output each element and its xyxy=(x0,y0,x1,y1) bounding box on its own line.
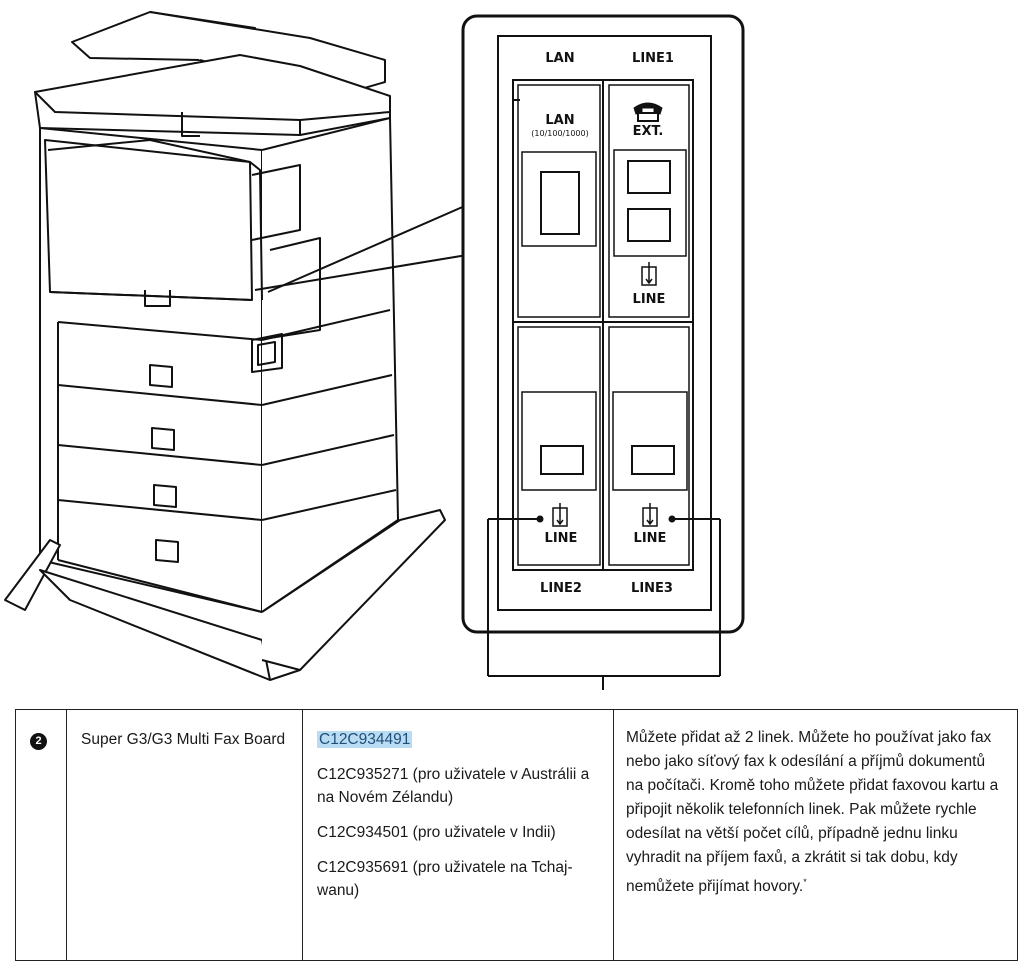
pointer-dot-right xyxy=(668,515,676,523)
option-code: C12C935691 (pro uživatele na Tchaj-wanu) xyxy=(317,859,573,899)
option-name: Super G3/G3 Multi Fax Board xyxy=(81,731,286,748)
pointer-dot-left xyxy=(536,515,544,523)
telephone-icon xyxy=(633,102,663,122)
lan-inner-label: LAN xyxy=(545,113,575,128)
codes-cell: C12C934491 C12C935271 (pro uživatele v A… xyxy=(302,709,614,961)
name-cell: Super G3/G3 Multi Fax Board xyxy=(66,709,303,961)
line-connector-icon xyxy=(641,262,657,286)
line-port-label: LINE xyxy=(544,531,578,546)
line-port-label: LINE xyxy=(632,292,666,307)
option-code: C12C934491 xyxy=(317,731,413,748)
ext-label: EXT. xyxy=(632,124,664,139)
line1-top-label: LINE1 xyxy=(632,51,674,66)
line-connector-icon xyxy=(552,503,568,527)
line3-bottom-label: LINE3 xyxy=(631,581,673,596)
lan-top-label: LAN xyxy=(545,51,575,66)
table-row: 2 Super G3/G3 Multi Fax Board C12C934491… xyxy=(15,709,1018,961)
description-cell: Můžete přidat až 2 linek. Můžete ho použ… xyxy=(613,709,1018,961)
footnote-mark: * xyxy=(803,877,807,887)
printer-illustration xyxy=(4,11,745,690)
option-code: C12C935271 (pro uživatele v Austrálii a … xyxy=(317,766,590,806)
line-port-label: LINE xyxy=(633,531,667,546)
option-description: Můžete přidat až 2 linek. Můžete ho použ… xyxy=(626,729,999,896)
line2-bottom-label: LINE2 xyxy=(540,581,582,596)
lan-speed-label: (10/100/1000) xyxy=(531,129,589,138)
options-table: 2 Super G3/G3 Multi Fax Board C12C934491… xyxy=(15,709,1018,961)
item-number-badge: 2 xyxy=(30,733,47,750)
printer-diagram: LAN LINE1 LAN (10/100/1000) EXT. LINE LI… xyxy=(4,11,745,690)
number-cell: 2 xyxy=(15,709,67,961)
line-connector-icon xyxy=(642,503,658,527)
option-code: C12C934501 (pro uživatele v Indii) xyxy=(317,824,556,841)
